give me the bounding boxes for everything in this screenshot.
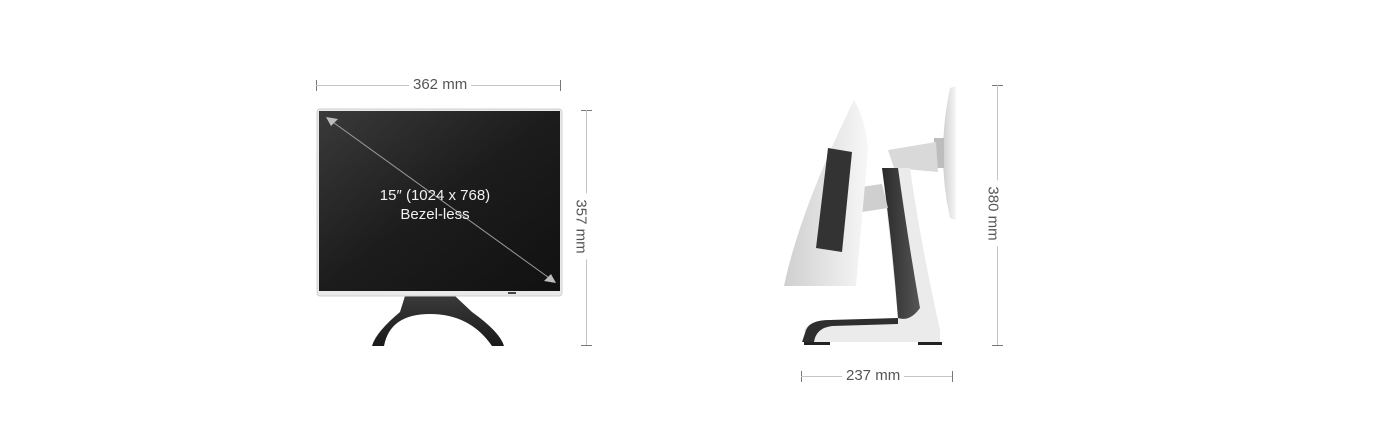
dimension-tick [581,345,592,346]
dimension-tick [992,345,1003,346]
screen-spec: 15″ (1024 x 768) Bezel-less [340,186,530,224]
dimension-tick [560,80,561,91]
dimension-tick [952,371,953,382]
monitor-front-illustration [316,108,563,346]
side-height-label: 380 mm [984,180,1002,247]
screen-bezel-type: Bezel-less [400,206,470,223]
screen-size-resolution: 15″ (1024 x 768) [379,187,491,204]
depth-label: 237 mm [842,367,905,384]
monitor-side-illustration [784,86,956,345]
width-label: 362 mm [409,76,472,93]
